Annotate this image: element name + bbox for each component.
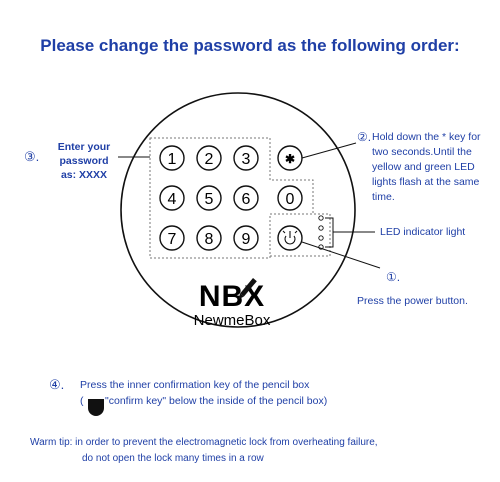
lock-panel-circle <box>120 92 356 328</box>
pointer-star <box>301 142 357 159</box>
step4-line-1: Press the inner confirmation key of the … <box>80 379 310 391</box>
step3-line-2: password <box>59 155 109 167</box>
svg-text:5: 5 <box>205 191 214 208</box>
svg-text:3: 3 <box>242 151 251 168</box>
svg-text:8: 8 <box>205 231 214 248</box>
step1-marker: ①. <box>386 270 401 284</box>
keypad-dashed-outline <box>149 137 314 259</box>
svg-text:✱: ✱ <box>285 152 295 166</box>
led-indicator-lights <box>318 215 324 250</box>
svg-text:4: 4 <box>168 191 177 208</box>
pointer-led-bracket <box>325 217 375 248</box>
key-2[interactable]: 2 <box>196 145 222 171</box>
step2-marker: ②. <box>357 130 372 144</box>
step4-marker: ④. <box>49 377 65 392</box>
step4-line-2-open: ( <box>80 395 84 407</box>
svg-text:NBX: NBX <box>199 280 265 313</box>
key-5[interactable]: 5 <box>196 185 222 211</box>
pencil-icon <box>238 278 257 300</box>
key-4[interactable]: 4 <box>159 185 185 211</box>
led-indicator-label: LED indicator light <box>380 226 466 238</box>
key-3[interactable]: 3 <box>233 145 259 171</box>
key-7[interactable]: 7 <box>159 225 185 251</box>
step1-text: Press the power button. <box>357 295 468 307</box>
step3-marker: ③. <box>24 149 40 164</box>
key-0[interactable]: 0 <box>277 185 303 211</box>
warm-tip-line-2: do not open the lock many times in a row <box>82 453 264 464</box>
power-button[interactable] <box>277 225 303 251</box>
key-6[interactable]: 6 <box>233 185 259 211</box>
page-title: Please change the password as the follow… <box>40 36 460 55</box>
svg-text:1: 1 <box>168 151 177 168</box>
step4-line-2: "confirm key" below the inside of the pe… <box>105 395 328 407</box>
key-8[interactable]: 8 <box>196 225 222 251</box>
svg-text:9: 9 <box>242 231 251 248</box>
warm-tip-line-1: Warm tip: in order to prevent the electr… <box>30 437 378 448</box>
svg-text:0: 0 <box>286 191 295 208</box>
key-1[interactable]: 1 <box>159 145 185 171</box>
led-dashed-box <box>269 213 331 257</box>
step3-line-1: Enter your <box>57 141 111 153</box>
svg-text:6: 6 <box>242 191 251 208</box>
step3-text: Enter your password as: XXXX <box>48 140 120 182</box>
brand-name: NewmeBox <box>194 312 271 329</box>
confirm-key-icon <box>88 399 104 416</box>
step3-line-3: as: XXXX <box>60 169 108 181</box>
power-icon <box>282 230 298 245</box>
key-star[interactable]: ✱ <box>277 145 303 171</box>
pointer-power <box>301 241 381 269</box>
key-9[interactable]: 9 <box>233 225 259 251</box>
step2-text: Hold down the * key for two seconds.Unti… <box>372 131 481 203</box>
svg-text:2: 2 <box>205 151 214 168</box>
svg-text:7: 7 <box>168 231 177 248</box>
nbx-logo: NBX <box>199 278 265 313</box>
